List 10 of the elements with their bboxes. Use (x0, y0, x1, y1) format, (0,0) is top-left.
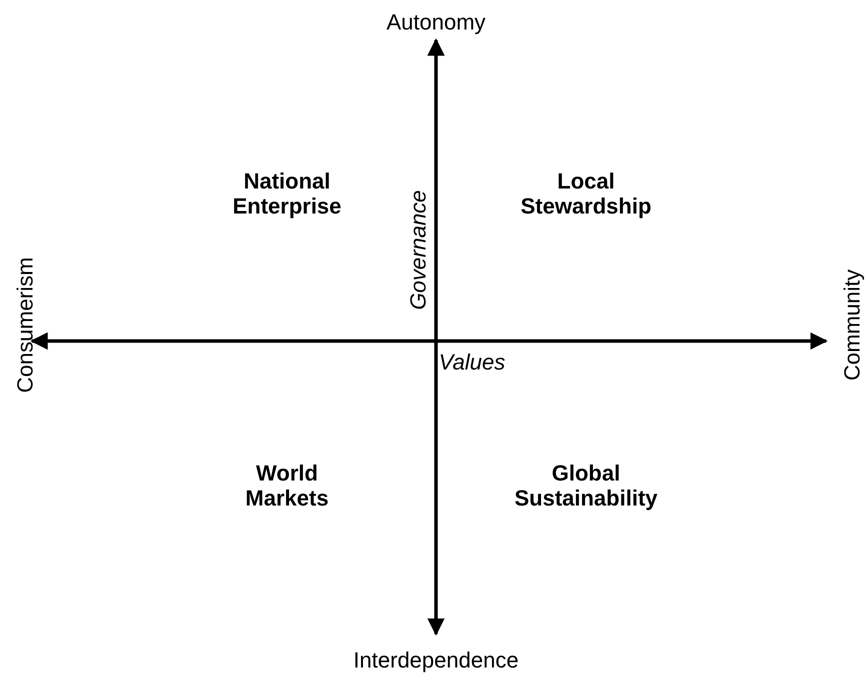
quadrant-label: World Markets (244, 460, 330, 512)
quadrant-label: National Enterprise (232, 168, 342, 220)
axis-title: Values (438, 349, 506, 375)
quadrant-label: Local Stewardship (520, 168, 652, 220)
axis-label: Consumerism (12, 257, 38, 393)
axis-label: Community (839, 269, 865, 381)
axis-title: Governance (405, 190, 431, 310)
quadrant-label: Global Sustainability (513, 460, 659, 512)
axis-label: Autonomy (386, 9, 486, 35)
axis-label: Interdependence (353, 647, 519, 673)
